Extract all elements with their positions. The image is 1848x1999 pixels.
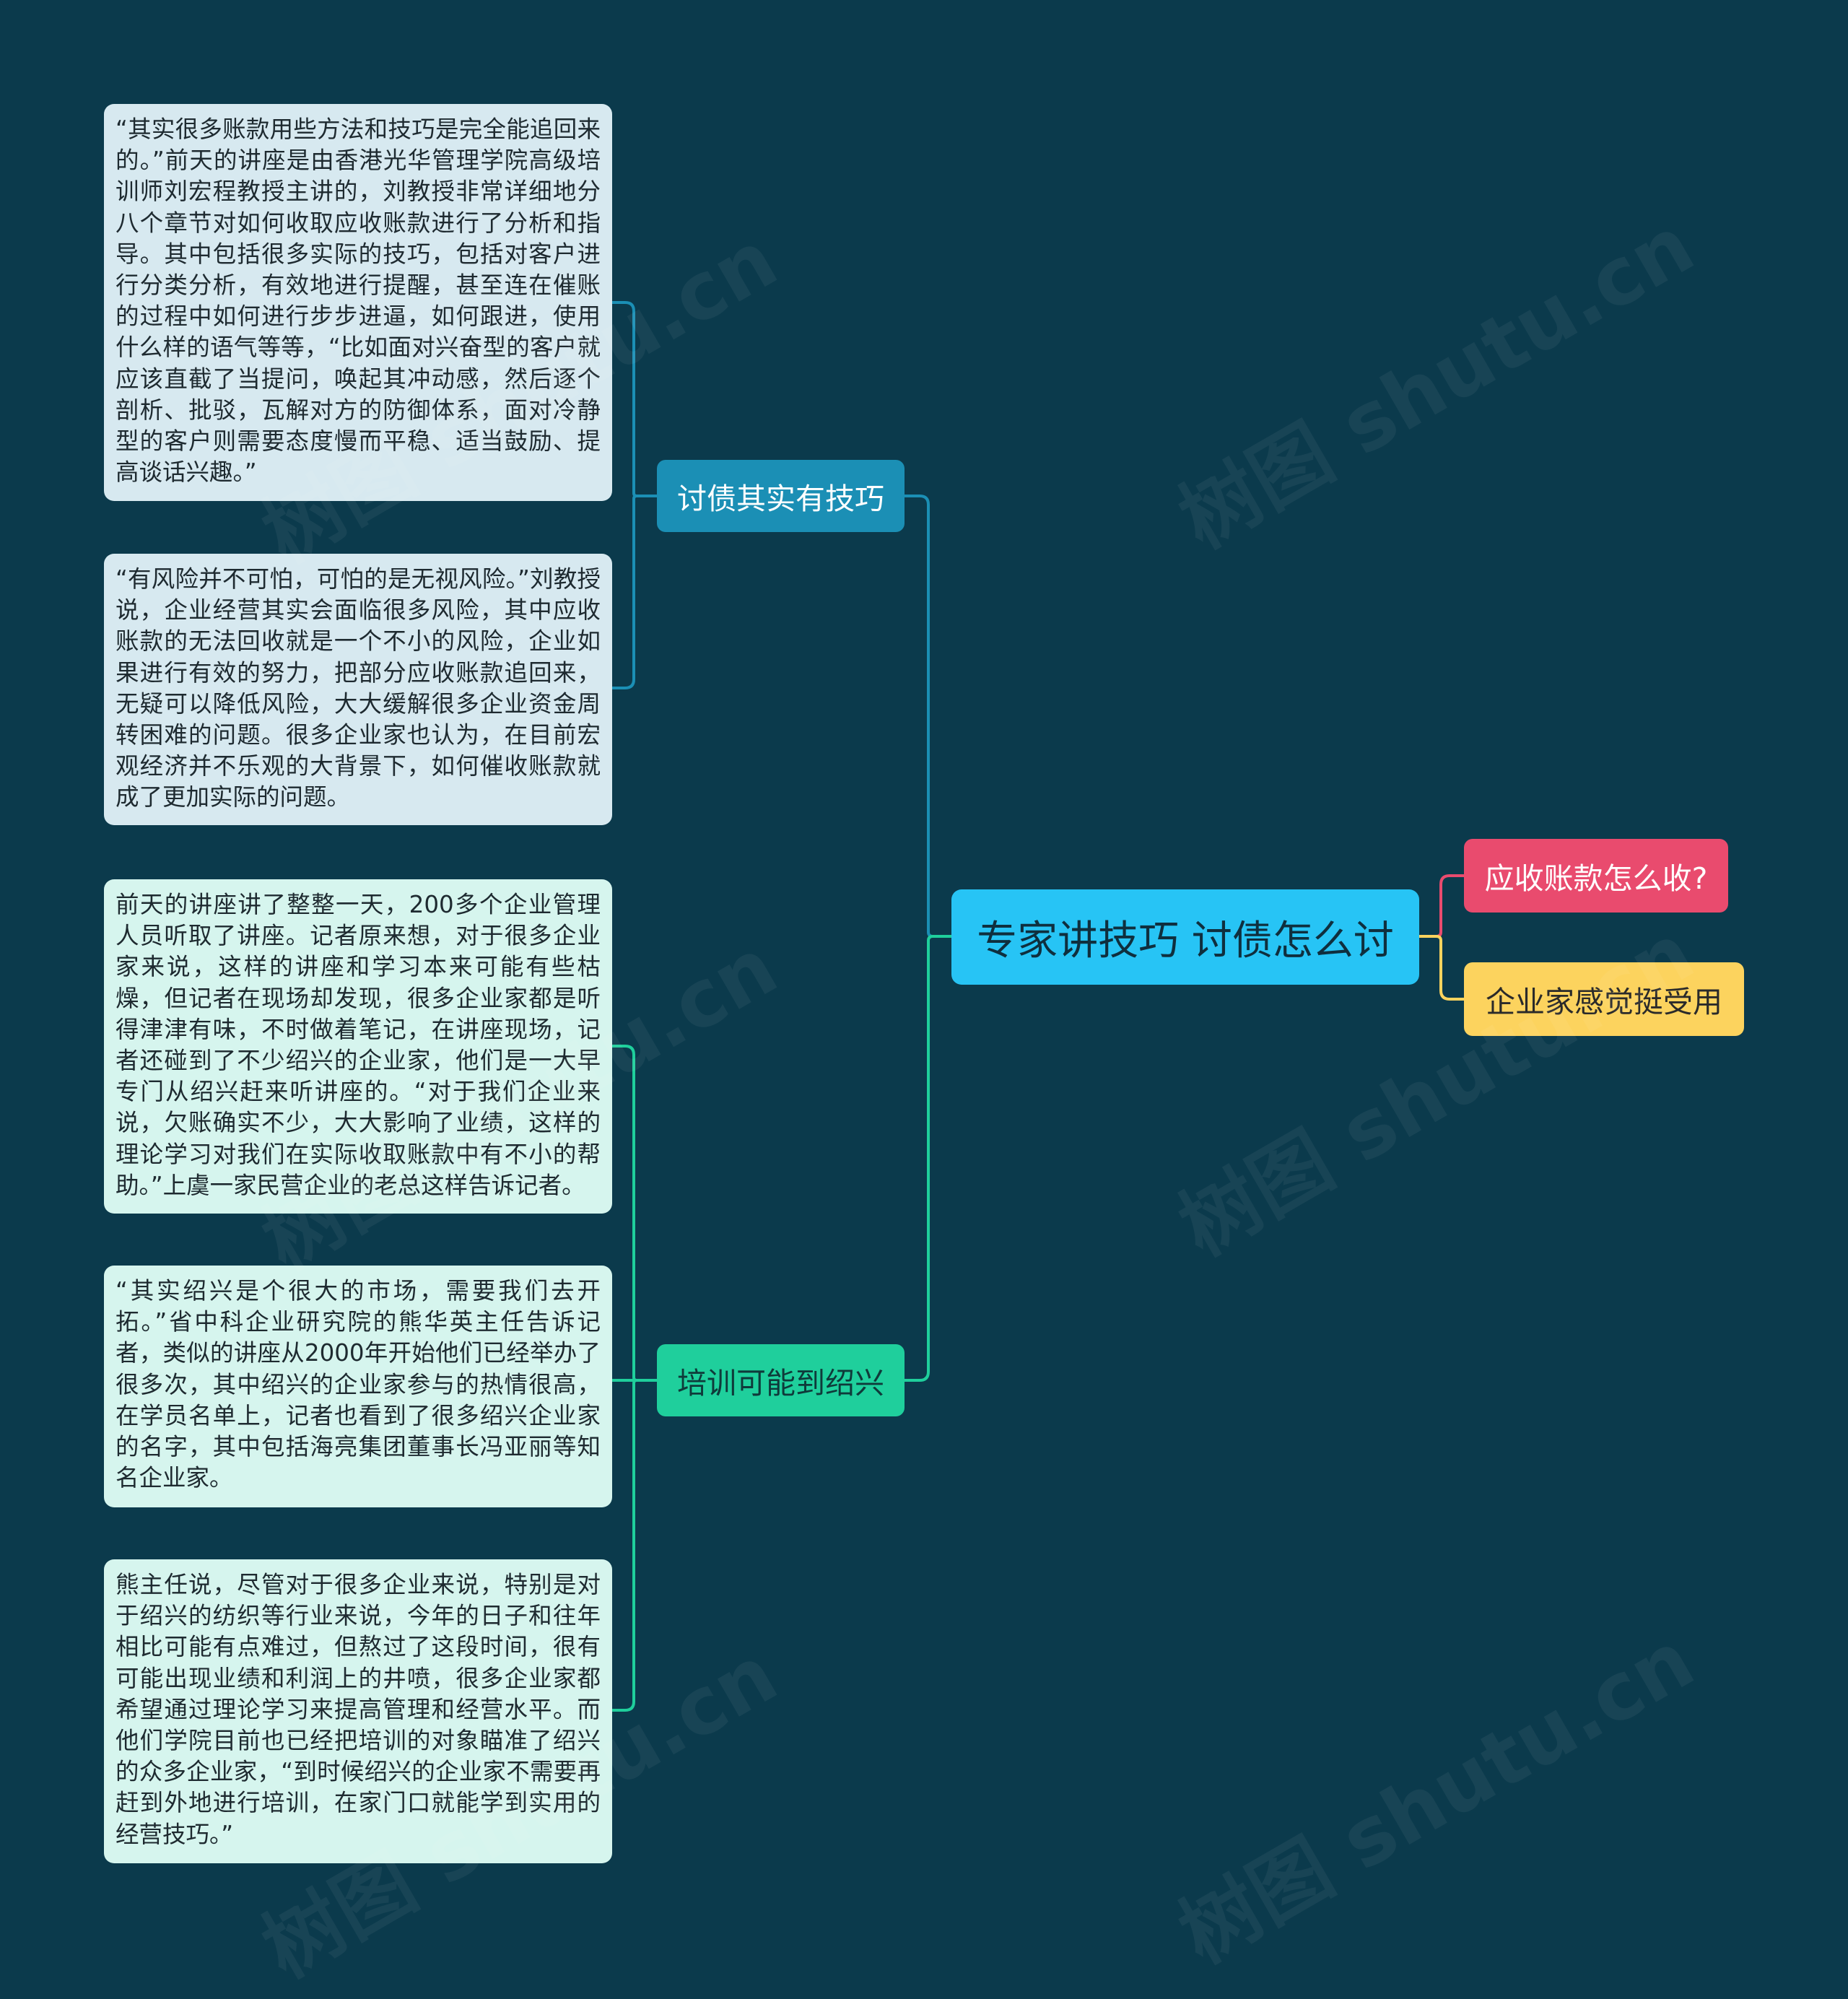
connector-branch2-leaf1 — [612, 1045, 657, 1382]
connector-root-tag1 — [1419, 874, 1464, 938]
leaf-branch1-1: “其实很多账款用些方法和技巧是完全能追回来的。”前天的讲座是由香港光华管理学院高… — [104, 104, 612, 501]
leaf-branch2-1: 前天的讲座讲了整整一天，200多个企业管理人员听取了讲座。记者原来想，对于很多企… — [104, 879, 612, 1214]
leaf-branch2-3: 熊主任说，尽管对于很多企业来说，特别是对于绍兴的纺织等行业来说，今年的日子和往年… — [104, 1559, 612, 1863]
connector-branch1-leaf2 — [612, 495, 657, 689]
connector-branch1-leaf1 — [612, 301, 657, 497]
branch-node-2[interactable]: 培训可能到绍兴 — [657, 1344, 905, 1416]
root-node[interactable]: 专家讲技巧 讨债怎么讨 — [951, 889, 1419, 985]
tag-node-1[interactable]: 应收账款怎么收? — [1464, 839, 1728, 913]
connector-root-branch1 — [904, 495, 951, 938]
connector-branch2-leaf3 — [612, 1379, 657, 1712]
branch-node-1[interactable]: 讨债其实有技巧 — [657, 460, 905, 532]
tag-node-2[interactable]: 企业家感觉挺受用 — [1464, 962, 1744, 1036]
leaf-branch1-2: “有风险并不可怕，可怕的是无视风险。”刘教授说，企业经营其实会面临很多风险，其中… — [104, 554, 612, 825]
connector-root-branch2 — [904, 935, 951, 1382]
leaf-branch2-2: “其实绍兴是个很大的市场，需要我们去开拓。”省中科企业研究院的熊华英主任告诉记者… — [104, 1266, 612, 1507]
connector-root-tag2 — [1419, 935, 1464, 1001]
